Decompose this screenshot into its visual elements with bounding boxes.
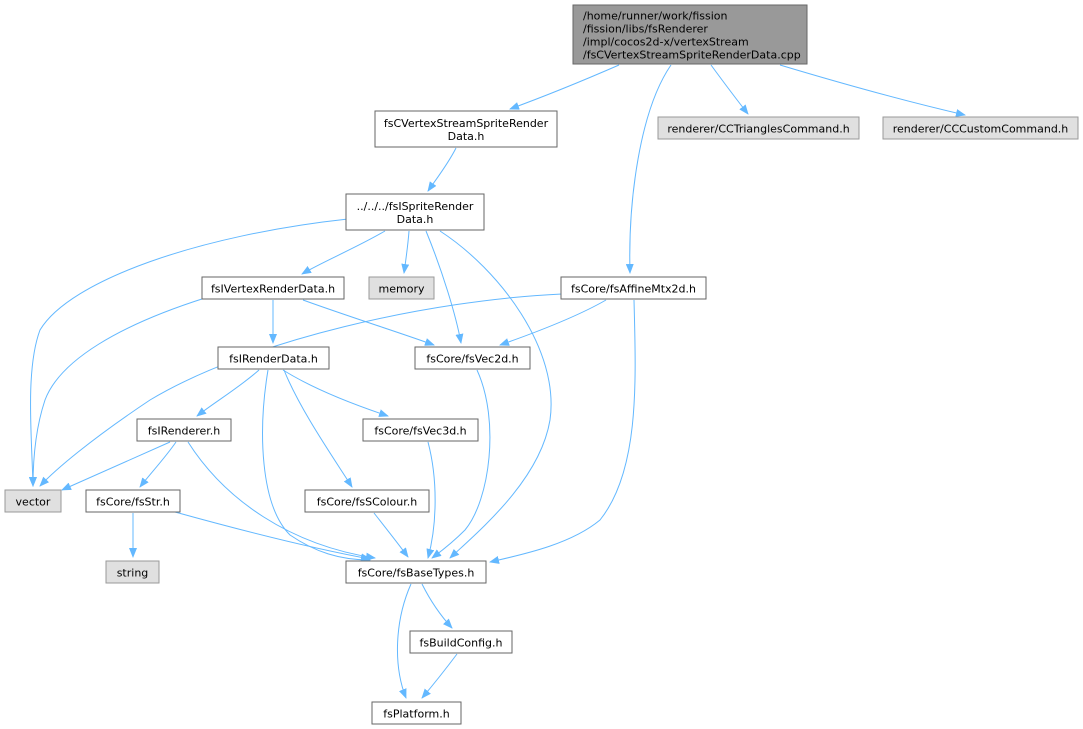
node-label: renderer/CCTrianglesCommand.h [667,123,849,136]
node-label: string [117,567,149,580]
node-label: fsIRenderData.h [229,353,318,366]
node-label: ../../../fsISpriteRender [357,200,474,213]
edges [28,64,966,699]
node-box [345,560,487,584]
edge-affine-basetypes [489,299,636,564]
edge-buildconfig-platform [421,653,458,699]
edge-ird-colour [283,369,353,488]
node-box [4,489,62,513]
node-box [371,701,462,725]
nodes: /home/runner/work/fission/fission/libs/f… [4,4,1079,725]
node-label: fsCVertexStreamSpriteRender [384,117,549,130]
node-label: Data.h [397,213,434,226]
node-label: fsCore/fsAffineMtx2d.h [571,283,696,296]
node-label: /impl/cocos2d-x/vertexStream [583,36,749,49]
node-root[interactable]: /home/runner/work/fission/fission/libs/f… [572,4,808,65]
node-cccust: renderer/CCCustomCommand.h [882,116,1079,140]
node-box [657,116,860,140]
node-ivrd[interactable]: fsIVertexRenderData.h [201,276,345,300]
node-ird[interactable]: fsIRenderData.h [217,346,330,370]
node-box [414,346,531,370]
node-label: fsCore/fsVec3d.h [374,425,466,438]
node-label: /fission/libs/fsRenderer [583,23,708,36]
node-box [560,276,707,300]
node-string: string [105,560,160,584]
node-vec2d[interactable]: fsCore/fsVec2d.h [414,346,531,370]
node-box [374,110,558,148]
node-label: fsCore/fsStr.h [96,496,170,509]
node-box [201,276,345,300]
node-label: Data.h [448,130,485,143]
node-vector: vector [4,489,62,513]
edge-isrd-vector [28,218,349,487]
node-fsstr[interactable]: fsCore/fsStr.h [85,489,181,513]
edge-vec2d-basetypes [431,369,491,559]
node-cctri: renderer/CCTrianglesCommand.h [657,116,860,140]
node-label: fsIVertexRenderData.h [211,283,335,296]
edge-ivrd-vector [29,297,206,487]
node-label: fsIRenderer.h [148,425,221,438]
node-box [882,116,1079,140]
edge-irenderer-basetypes [187,441,376,561]
edge-isrd-vec2d [425,230,464,344]
node-label: /home/runner/work/fission [583,10,728,23]
node-basetypes[interactable]: fsCore/fsBaseTypes.h [345,560,487,584]
edge-cvsrd-isrd [427,147,457,192]
edge-ivrd-vec2d [302,299,435,346]
node-label: renderer/CCCustomCommand.h [893,123,1069,136]
node-box [345,193,485,231]
node-irenderer[interactable]: fsIRenderer.h [136,418,232,442]
edge-root-cctri [710,64,749,115]
edge-basetypes-buildconfig [421,583,453,629]
node-box [409,630,513,654]
node-platform[interactable]: fsPlatform.h [371,701,462,725]
edge-colour-basetypes [373,512,409,558]
edge-vec3d-basetypes [426,441,436,559]
node-box [217,346,330,370]
node-label: fsCore/fsVec2d.h [426,353,518,366]
node-label: /fsCVertexStreamSpriteRenderData.cpp [583,49,801,62]
node-box [304,489,430,513]
node-label: fsPlatform.h [383,708,449,721]
edge-root-affine [625,64,672,274]
node-label: memory [379,283,425,296]
edge-isrd-memory [401,230,410,274]
node-memory: memory [368,276,435,300]
node-cvsrd[interactable]: fsCVertexStreamSpriteRenderData.h [374,110,558,148]
edge-ird-vec3d [282,369,389,417]
edge-affine-vector [39,293,563,487]
node-box [572,4,808,65]
edge-ird-basetypes [262,369,371,564]
node-label: fsBuildConfig.h [420,637,503,650]
node-label: vector [16,496,51,509]
node-buildconfig[interactable]: fsBuildConfig.h [409,630,513,654]
edge-basetypes-platform [396,583,412,699]
node-box [362,418,479,442]
edge-root-cvsrd [509,64,620,110]
node-colour[interactable]: fsCore/fsSColour.h [304,489,430,513]
node-affine[interactable]: fsCore/fsAffineMtx2d.h [560,276,707,300]
edge-isrd-basetypes [439,230,552,559]
node-box [85,489,181,513]
node-box [136,418,232,442]
node-label: fsCore/fsSColour.h [317,496,418,509]
edge-affine-vec2d [499,299,607,346]
node-box [105,560,160,584]
edge-irenderer-fsstr [139,441,177,488]
edge-fsstr-basetypes [174,511,371,562]
edge-root-cccust [779,64,966,117]
edge-irenderer-vector [61,441,171,491]
node-vec3d[interactable]: fsCore/fsVec3d.h [362,418,479,442]
edge-ird-irenderer [196,369,260,417]
edge-isrd-ivrd [301,230,386,275]
node-box [368,276,435,300]
node-label: fsCore/fsBaseTypes.h [358,567,475,580]
